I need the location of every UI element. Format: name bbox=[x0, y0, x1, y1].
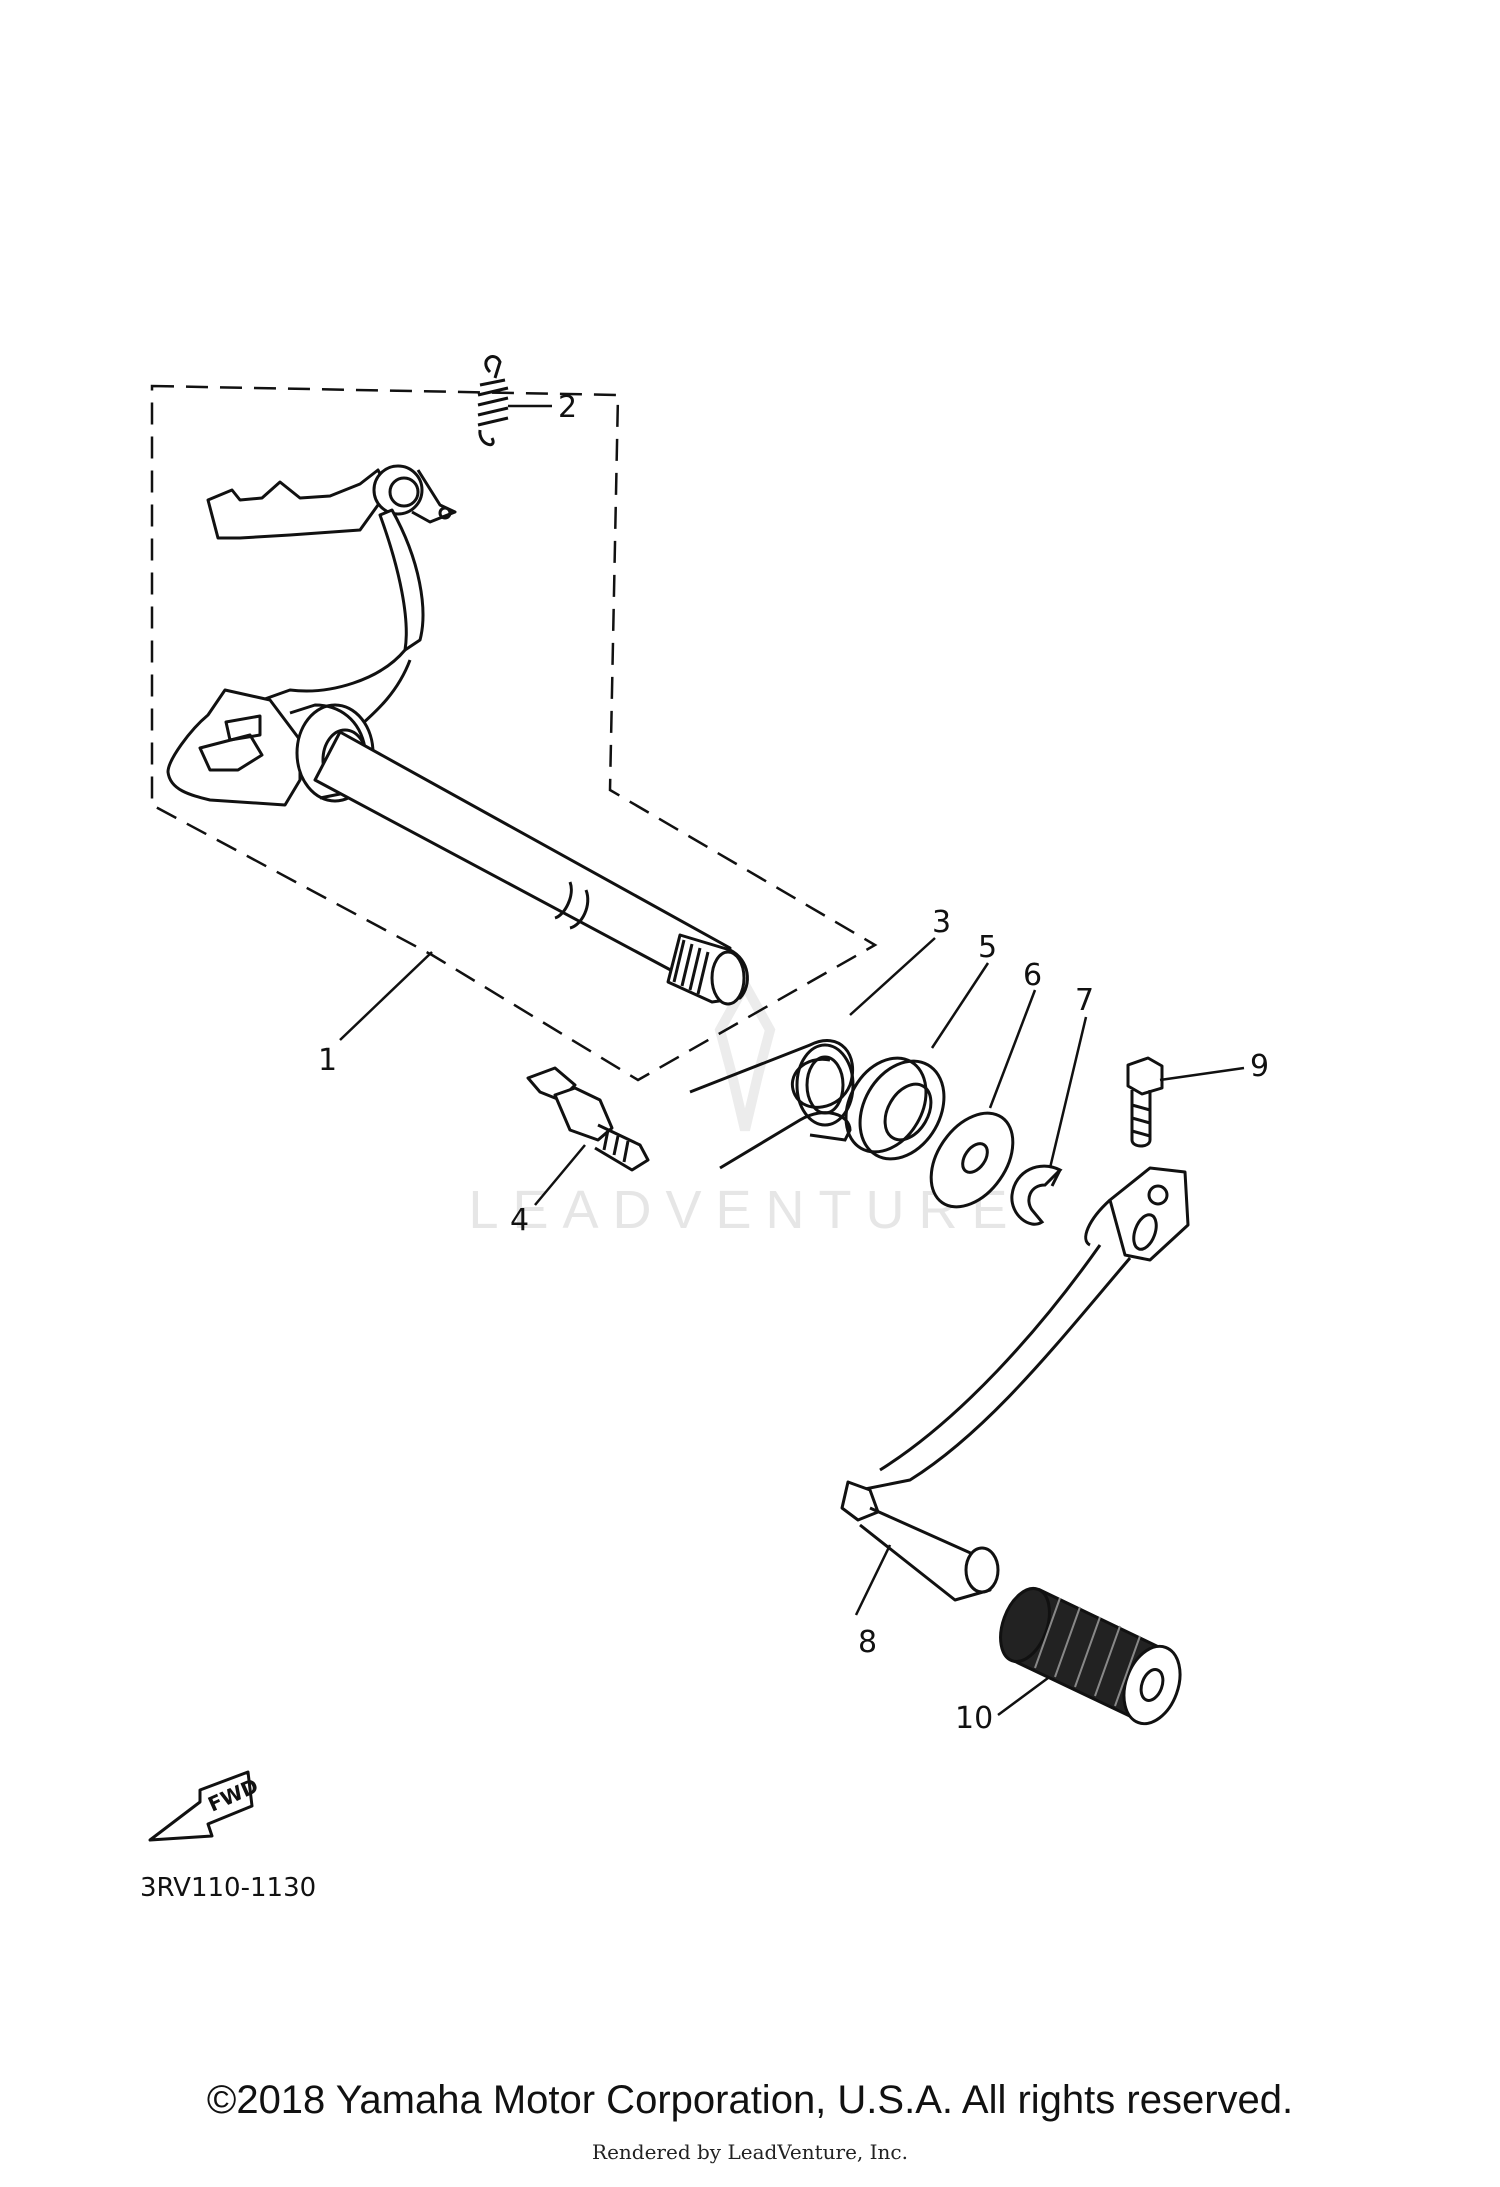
leader-lines bbox=[339, 404, 1245, 1717]
rendered-by-notice: Rendered by LeadVenture, Inc. bbox=[592, 2140, 908, 2164]
pinch-bolt bbox=[1126, 1056, 1164, 1148]
callout-4: 4 bbox=[510, 1203, 529, 1238]
callout-2: 2 bbox=[558, 390, 577, 425]
callout-8: 8 bbox=[858, 1625, 877, 1660]
copyright-notice: ©2018 Yamaha Motor Corporation, U.S.A. A… bbox=[206, 2078, 1294, 2122]
return-spring bbox=[477, 355, 509, 447]
plain-washer bbox=[929, 1111, 1015, 1209]
pedal-rubber bbox=[999, 1587, 1182, 1726]
shift-pedal bbox=[840, 1166, 1190, 1602]
callout-3: 3 bbox=[932, 905, 951, 940]
callout-10: 10 bbox=[955, 1701, 993, 1736]
callout-1: 1 bbox=[318, 1043, 337, 1078]
callout-9: 9 bbox=[1250, 1049, 1269, 1084]
oil-seal bbox=[844, 1056, 946, 1161]
callouts: 1 2 3 4 5 6 7 8 9 10 bbox=[318, 390, 1269, 1736]
callout-6: 6 bbox=[1023, 958, 1042, 993]
torsion-spring bbox=[689, 1039, 855, 1170]
diagram-part-code: 3RV110-1130 bbox=[140, 1873, 316, 1903]
circlip bbox=[1010, 1164, 1063, 1226]
shift-shaft-assembly bbox=[166, 464, 749, 1006]
forward-arrow-icon: FWD bbox=[148, 1770, 262, 1842]
watermark-text: LEADVENTURE bbox=[468, 1180, 1021, 1240]
stopper-pin bbox=[526, 1066, 650, 1172]
callout-5: 5 bbox=[978, 930, 997, 965]
watermark: LEADVENTURE bbox=[468, 974, 1021, 1240]
assembly-dashed-outline bbox=[150, 384, 878, 1082]
callout-7: 7 bbox=[1075, 983, 1094, 1018]
